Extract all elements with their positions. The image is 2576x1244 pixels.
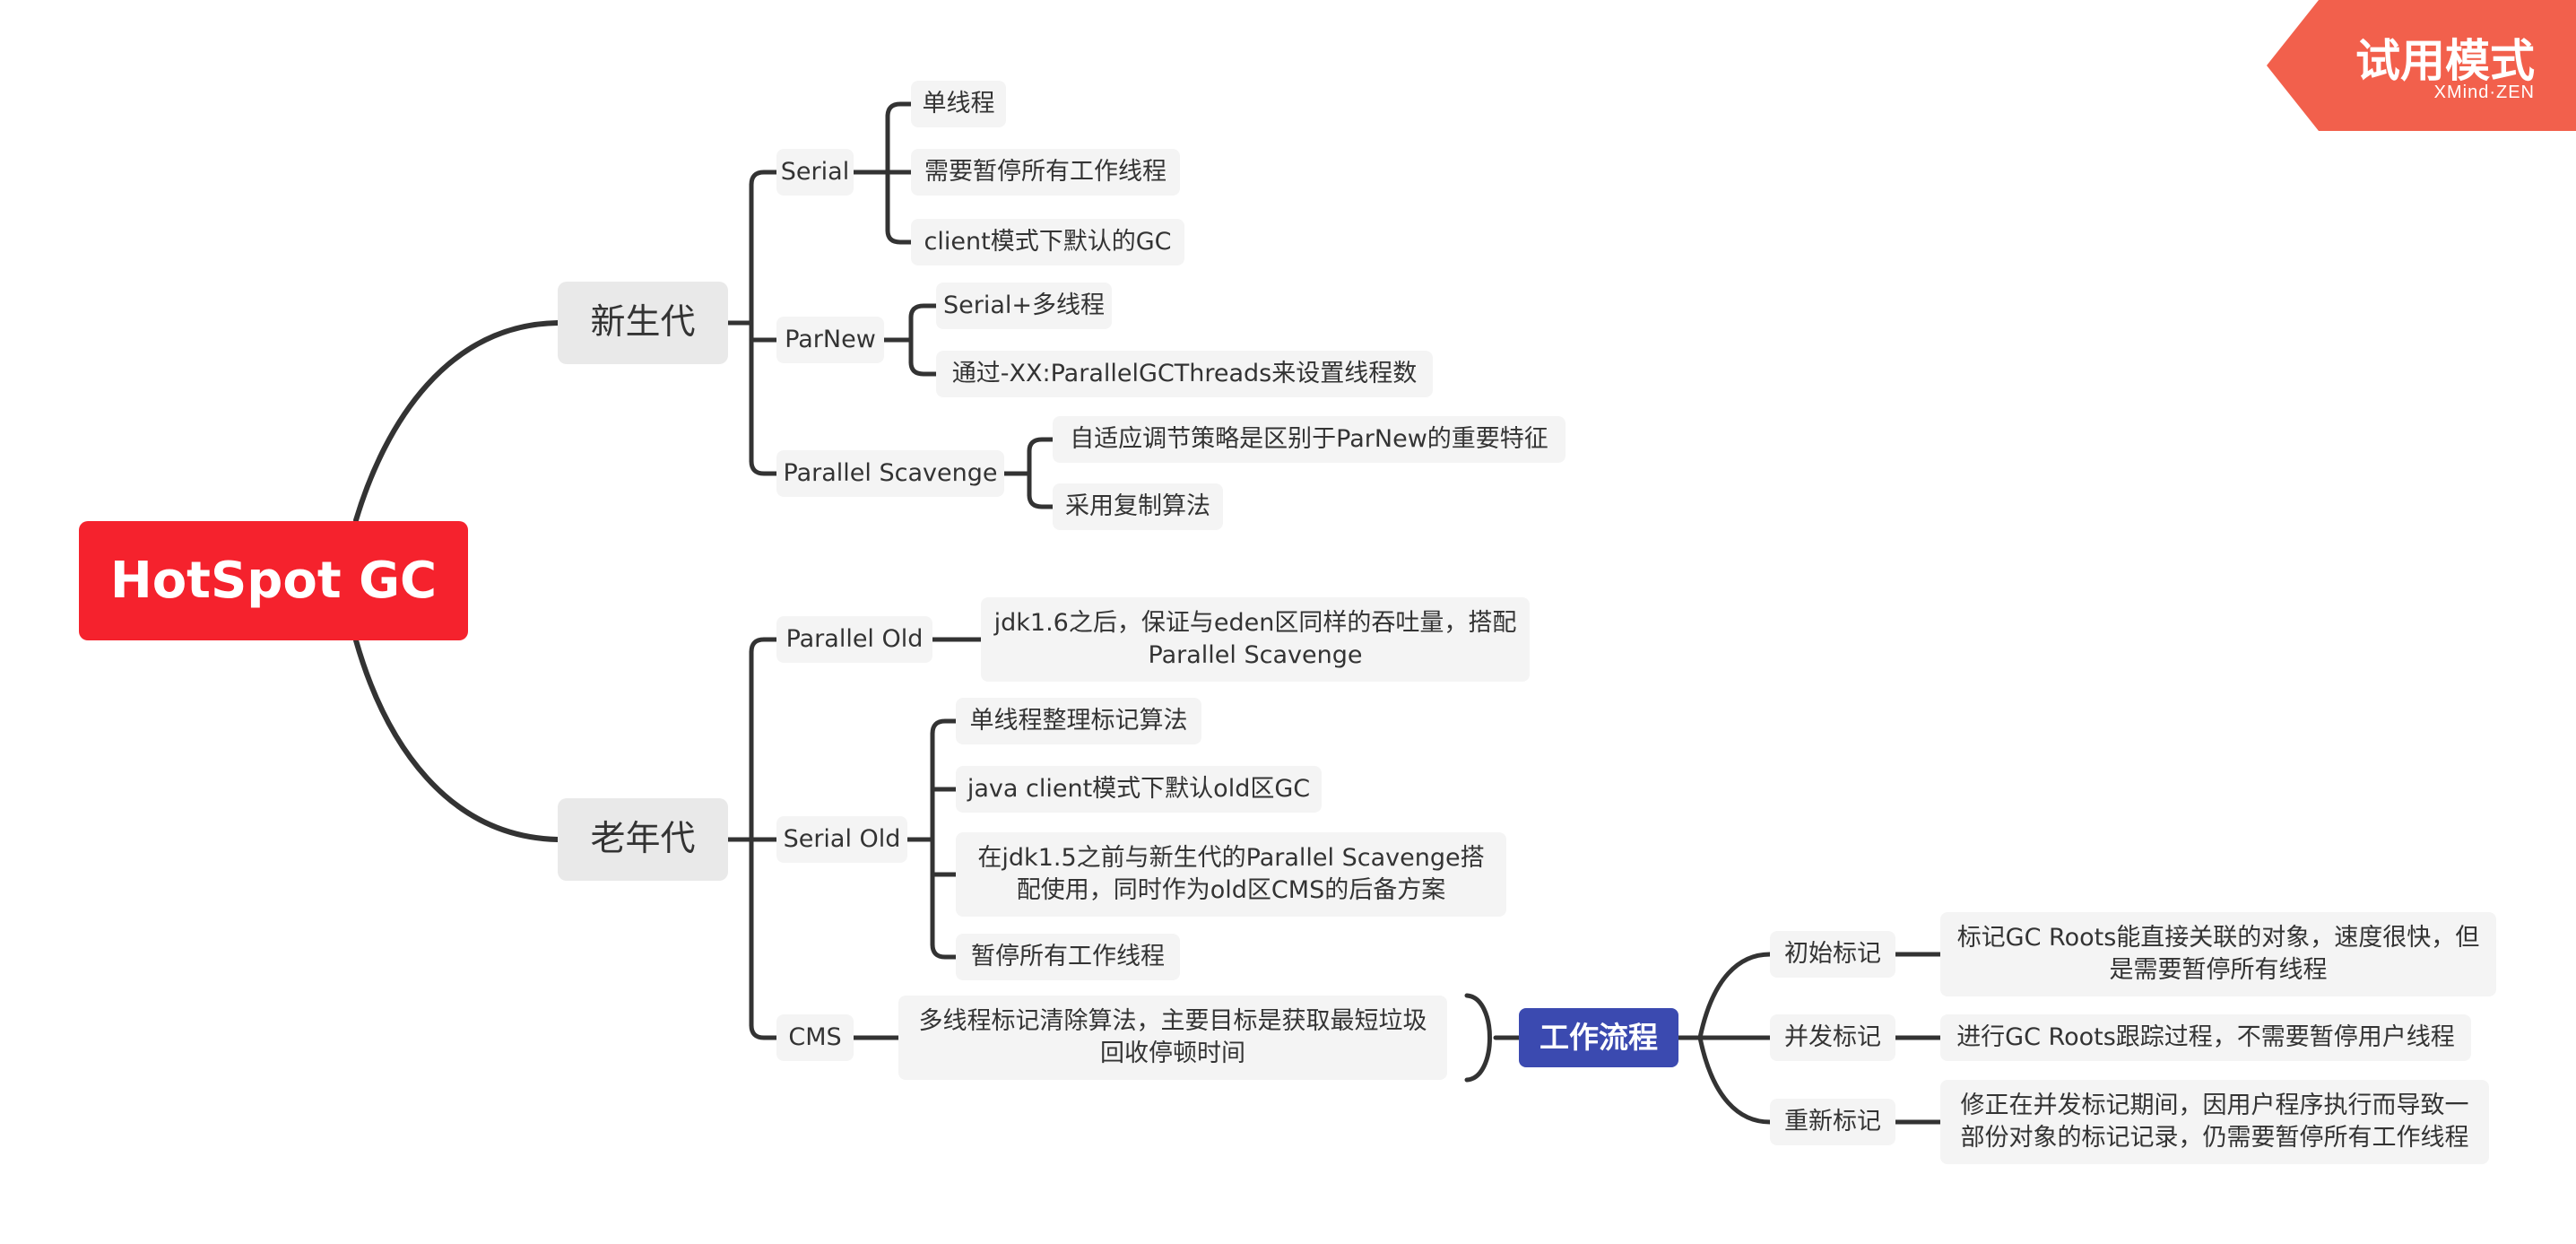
watermark-subtitle: XMind·ZEN (2433, 83, 2535, 102)
topic-serial-old[interactable]: Serial Old (776, 816, 907, 863)
topic-parallel-scavenge[interactable]: Parallel Scavenge (776, 450, 1004, 497)
topic-parallel-old[interactable]: Parallel Old (776, 616, 932, 663)
leaf-serial-old-3[interactable]: 在jdk1.5之前与新生代的Parallel Scavenge搭配使用，同时作为… (956, 832, 1506, 917)
step-remark-desc[interactable]: 修正在并发标记期间，因用户程序执行而导致一部份对象的标记记录，仍需要暂停所有工作… (1940, 1080, 2489, 1164)
leaf-serial-old-4[interactable]: 暂停所有工作线程 (956, 934, 1180, 980)
leaf-scavenge-2[interactable]: 采用复制算法 (1053, 483, 1223, 530)
leaf-serial-2[interactable]: 需要暂停所有工作线程 (911, 149, 1180, 196)
topic-serial[interactable]: Serial (776, 149, 854, 196)
topic-cms-workflow[interactable]: 工作流程 (1519, 1008, 1678, 1067)
trial-mode-watermark: 试用模式 XMind·ZEN (2267, 0, 2576, 131)
leaf-serial-old-2[interactable]: java client模式下默认old区GC (956, 766, 1322, 813)
leaf-parallel-old-1[interactable]: jdk1.6之后，保证与eden区同样的吞吐量，搭配Parallel Scave… (981, 597, 1530, 682)
leaf-parnew-2[interactable]: 通过-XX:ParallelGCThreads来设置线程数 (936, 351, 1433, 397)
topic-young-generation[interactable]: 新生代 (558, 282, 728, 364)
root-topic[interactable]: HotSpot GC (79, 521, 468, 640)
step-concurrent-mark[interactable]: 并发标记 (1770, 1014, 1895, 1061)
step-initial-mark[interactable]: 初始标记 (1770, 931, 1895, 978)
leaf-cms-description[interactable]: 多线程标记清除算法，主要目标是获取最短垃圾回收停顿时间 (898, 996, 1447, 1080)
leaf-parnew-1[interactable]: Serial+多线程 (936, 283, 1112, 329)
leaf-serial-1[interactable]: 单线程 (911, 81, 1006, 127)
watermark-title: 试用模式 (2355, 35, 2535, 87)
leaf-serial-old-1[interactable]: 单线程整理标记算法 (956, 698, 1201, 744)
topic-parnew[interactable]: ParNew (776, 317, 884, 363)
step-initial-mark-desc[interactable]: 标记GC Roots能直接关联的对象，速度很快，但是需要暂停所有线程 (1940, 912, 2496, 996)
step-concurrent-mark-desc[interactable]: 进行GC Roots跟踪过程，不需要暂停用户线程 (1940, 1014, 2471, 1061)
topic-old-generation[interactable]: 老年代 (558, 798, 728, 881)
leaf-scavenge-1[interactable]: 自适应调节策略是区别于ParNew的重要特征 (1053, 416, 1566, 463)
topic-cms[interactable]: CMS (776, 1014, 854, 1061)
step-remark[interactable]: 重新标记 (1770, 1099, 1895, 1145)
leaf-serial-3[interactable]: client模式下默认的GC (911, 219, 1184, 265)
